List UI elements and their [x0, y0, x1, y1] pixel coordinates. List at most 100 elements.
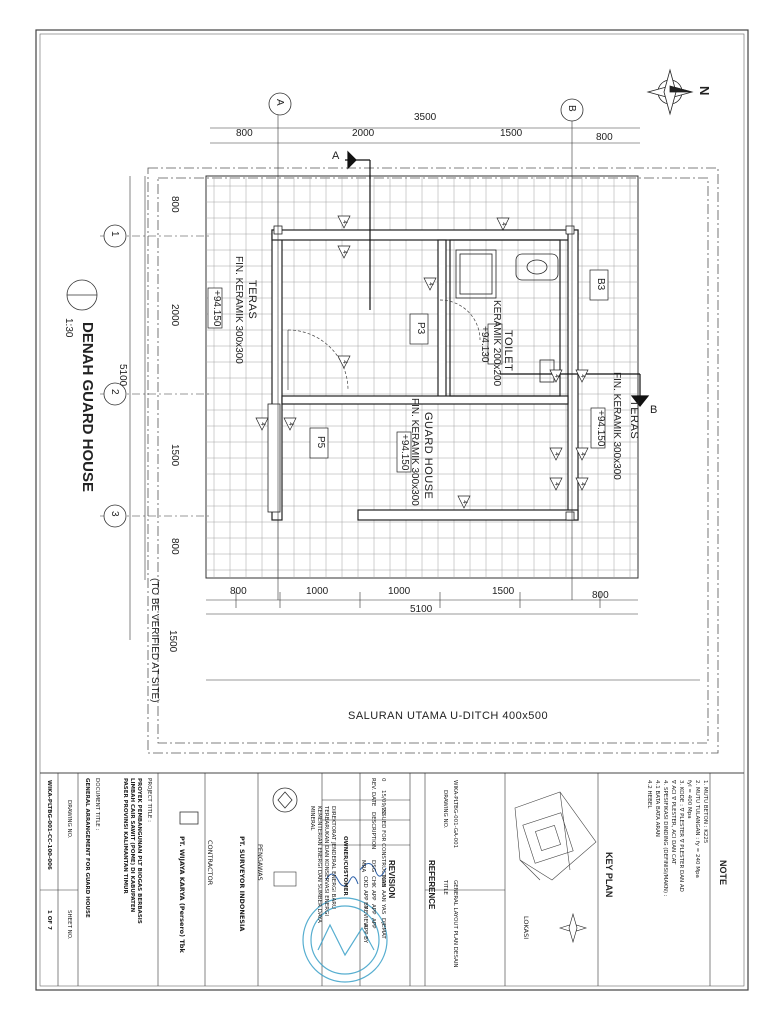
- toilet-fixtures: [455, 249, 559, 383]
- left-dim-4: 800: [169, 538, 180, 555]
- doc-header: DOCUMENT TITLE :: [94, 778, 100, 831]
- north-arrow-icon: [646, 68, 694, 116]
- note-line-6: 4. SPESIFIKASI DINDING (DEFINISI/MAKN) :: [662, 780, 668, 897]
- rev-row-1-app-by-2: APP BY: [362, 924, 368, 943]
- teras-left-finish: FIN. KERAMIK 300x300: [233, 256, 244, 364]
- reference-row-no: WIKA-PLTBG-001-GA-001: [452, 780, 458, 849]
- bottom-dim-2: 1000: [306, 586, 329, 597]
- ditch-label: SALURAN UTAMA U-DITCH 400x500: [348, 710, 549, 722]
- drawing-title: DENAH GUARD HOUSE: [79, 322, 96, 493]
- sheet-no-label: SHEET NO.: [66, 910, 72, 940]
- wall-tag-label: 4: [461, 500, 467, 504]
- note-line-8: 4.2 HEBEL: [646, 780, 652, 809]
- section-cuts: [345, 150, 650, 407]
- wall-tag-label: 4: [287, 422, 293, 426]
- toilet-level: +94.130: [479, 326, 490, 363]
- drawing-no: WIKA-PLTBG-001-CC-100-006: [46, 780, 52, 870]
- left-dim-total: 5100: [117, 364, 128, 387]
- wall-tag-label: 4: [500, 222, 506, 226]
- bottom-dim-4: 1500: [492, 586, 515, 597]
- left-dim-2: 2000: [169, 304, 180, 327]
- top-dim-1: 800: [236, 128, 253, 139]
- wall-tag-label: 4: [553, 482, 559, 486]
- project-header: PROJECT TITLE :: [146, 778, 152, 822]
- rev-col-date: DATE: [370, 792, 376, 807]
- key-plan-north-icon: [558, 912, 588, 944]
- signatures: [325, 863, 387, 887]
- bottom-dim-total: 5100: [410, 604, 433, 615]
- teras-right-name: TERAS: [628, 400, 640, 440]
- teras-left-name: TERAS: [246, 280, 258, 320]
- teras-left-level: +94.150: [211, 290, 222, 327]
- contractor-logo: [179, 811, 199, 825]
- rev-col-chk: CHK: [370, 876, 376, 888]
- note-line-7: 4.1 BATA BATA ARAN: [654, 780, 660, 837]
- owner-text: DIREKTORAT JENDERAL ENERGI BARU TERBARUK…: [309, 806, 336, 923]
- top-dim-4: 800: [596, 132, 613, 143]
- guard-level: +94.150: [399, 434, 410, 471]
- note-line-5: ∇ ACI ∇ PLESTER, ACI DAN CAT: [670, 780, 676, 865]
- key-plan-map: [514, 791, 597, 881]
- wall-tag-label: 4: [553, 374, 559, 378]
- grid-bubble-3: 3: [109, 511, 120, 517]
- wall-tag-label: 4: [553, 452, 559, 456]
- left-dim-3: 1500: [169, 444, 180, 467]
- top-dim-total: 3500: [414, 112, 437, 123]
- drawing-no-label: DRAWING NO.: [66, 800, 72, 839]
- rev-row-0-app-3: DJEMAT: [380, 918, 386, 939]
- rev-row-0-app-2: YAS: [380, 904, 386, 915]
- note-line-4: 3. KODE : ∇ PLESTER ∇ PLESTER DAN AD: [678, 780, 684, 892]
- bottom-dim-extra: 1500: [167, 630, 178, 653]
- wall-tag-label: 4: [341, 250, 347, 254]
- doc-text: GENERAL ARRANGEMENT FOR GUARD HOUSE: [84, 778, 90, 918]
- bottom-dim-5: 800: [592, 590, 609, 601]
- note-header: NOTE: [718, 860, 728, 886]
- grid-bubble-2: 2: [109, 389, 120, 395]
- guard-name: GUARD HOUSE: [422, 412, 434, 500]
- note-line-3: fyl = 400 Mpa: [686, 780, 692, 819]
- wall-tag-label: 4: [259, 422, 265, 426]
- top-dim-2: 2000: [352, 128, 375, 139]
- toilet-finish: KERAMIK 200x200: [491, 300, 502, 387]
- sheet-no: 1 OF 7: [46, 910, 52, 930]
- reference-drawing-no-header: DRAWING NO.: [442, 790, 448, 829]
- walls: [271, 229, 579, 521]
- rev-col-description: DESCRIPTION: [370, 812, 376, 850]
- wall-tag-label: 4: [341, 360, 347, 364]
- reference-header: REFERENCE: [427, 860, 436, 910]
- contractor-text: PT. WIJAYA KARYA (Persero) Tbk: [178, 836, 186, 953]
- outer-border: [35, 29, 749, 991]
- rev-row-0-chk: KAB: [380, 876, 386, 888]
- reference-row-title: GENERAL LAYOUT PLAN DESAIN: [452, 880, 458, 968]
- teras-right-level: +94.150: [595, 410, 606, 447]
- pengawas-header: PENGAWAS: [256, 844, 264, 881]
- wall-tag-label: 4: [427, 282, 433, 286]
- wall-tag-label: 4: [579, 374, 585, 378]
- section-a-label: A: [332, 150, 340, 162]
- rev-row-0-app-1: AAN: [380, 890, 386, 902]
- contractor-header: CONTRACTOR: [206, 840, 214, 886]
- approval-stamp: [302, 897, 388, 983]
- owner-header: OWNER/CUSTOMER: [342, 836, 348, 896]
- revision-header: REVISION: [387, 860, 396, 899]
- drawing-scale: 1:30: [63, 318, 74, 338]
- wall-tag-label: 4: [579, 452, 585, 456]
- verify-note: (TO BE VERIFIED AT SITE): [149, 578, 160, 703]
- rev-row-0-rev: 0: [380, 778, 386, 782]
- bottom-dim-1: 800: [230, 586, 247, 597]
- grid-bubble-b: B: [566, 105, 577, 112]
- wall-tag-label: 4: [341, 220, 347, 224]
- wall-tags: 4 4 4 4 4 4 4 4 4 4 4 4 4 4: [255, 215, 589, 509]
- tag-b3: B3: [595, 278, 606, 291]
- key-plan-label: KEY PLAN: [604, 852, 614, 898]
- tag-boxes: [207, 269, 609, 473]
- rev-col-app-1: APP: [370, 890, 376, 901]
- rev-row-1-ckd: CKD: [362, 876, 368, 888]
- grid-bubbles: [66, 92, 584, 528]
- guard-finish: FIN. KERAMIK 300x300: [409, 398, 420, 506]
- wall-tag-label: 4: [579, 482, 585, 486]
- rev-col-app-3: APP: [370, 918, 376, 929]
- rev-col-rev: REV.: [370, 778, 376, 791]
- door-swing: [287, 299, 481, 391]
